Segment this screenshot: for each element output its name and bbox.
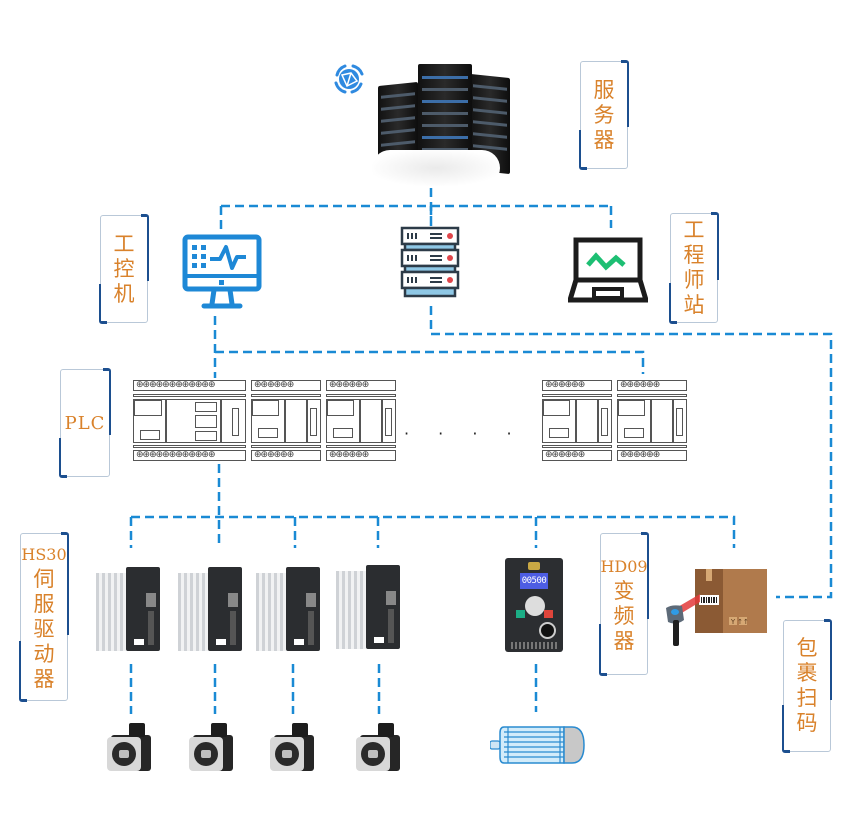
inverter-run-key [516, 610, 525, 618]
servo-drive [336, 561, 406, 651]
label-plc: PLC [59, 368, 111, 478]
label-char: 码 [796, 711, 818, 735]
label-char: 控 [113, 256, 135, 281]
label-model: HD09 [600, 557, 648, 576]
label-char: 服 [593, 77, 615, 102]
label-char: 伺 [33, 567, 55, 591]
servo-motor [356, 721, 402, 771]
label-char: 器 [33, 667, 55, 691]
label-char: 站 [683, 293, 705, 317]
label-char: 工 [113, 231, 135, 256]
plc-expansion-module: ⊕⊕⊕⊕⊕⊕ ⊕⊕⊕⊕⊕⊕ [542, 380, 612, 462]
label-server: 服 务 器 [579, 60, 629, 170]
servo-drive [96, 563, 166, 653]
barcode-scanner-icon [664, 590, 700, 650]
plc-ellipsis: · · · · · · [404, 424, 592, 443]
label-text: PLC [64, 412, 106, 434]
servo-drive [256, 563, 326, 653]
plc-terminal-bottom: ⊕⊕⊕⊕⊕⊕ [617, 450, 687, 461]
wire-field-bus [131, 515, 736, 548]
label-char: 包 [796, 636, 818, 660]
network-switch-icon [400, 226, 460, 298]
label-inverter: HD09 变 频 器 [599, 532, 649, 676]
laptop-chart-icon [566, 237, 650, 303]
plc-terminal-top: ⊕⊕⊕⊕⊕⊕ [326, 380, 396, 391]
inverter-terminals [511, 642, 559, 649]
plc-expansion-module: ⊕⊕⊕⊕⊕⊕ ⊕⊕⊕⊕⊕⊕ [251, 380, 321, 462]
plc-terminal-top: ⊕⊕⊕⊕⊕⊕ [251, 380, 321, 391]
plc-terminal-top: ⊕⊕⊕⊕⊕⊕ [542, 380, 612, 391]
plc-terminal-bottom: ⊕⊕⊕⊕⊕⊕ [542, 450, 612, 461]
label-char: 扫 [796, 686, 818, 710]
servo-drive [178, 563, 248, 653]
inverter-logo [528, 562, 540, 570]
wire-plc-bus [215, 350, 645, 374]
plc-terminal-bottom: ⊕⊕⊕⊕⊕⊕ [251, 450, 321, 461]
label-char: 变 [613, 579, 635, 603]
inverter-keypad [525, 596, 545, 616]
label-barcode-scanner: 包 裹 扫 码 [782, 619, 832, 753]
cloud-network-icon [331, 61, 367, 97]
svg-text:↑↑: ↑↑ [737, 618, 749, 626]
plc-terminal-top: ⊕⊕⊕⊕⊕⊕ [617, 380, 687, 391]
servo-motor [189, 721, 235, 771]
inverter-display: 00500 [520, 573, 548, 589]
label-char: 服 [33, 592, 55, 616]
label-char: 动 [33, 642, 55, 666]
frequency-inverter: 00500 [505, 558, 563, 652]
plc-terminal-top: ⊕⊕⊕⊕⊕⊕⊕⊕⊕⊕⊕⊕ [133, 380, 246, 391]
servo-motor [270, 721, 316, 771]
parcel-box-icon: Y ↑↑ [695, 569, 767, 633]
label-char: 频 [613, 604, 635, 628]
inverter-knob [539, 622, 556, 639]
plc-expansion-module: ⊕⊕⊕⊕⊕⊕ ⊕⊕⊕⊕⊕⊕ [617, 380, 687, 462]
svg-text:Y: Y [730, 618, 736, 626]
inverter-stop-key [544, 610, 553, 618]
label-char: 工 [683, 218, 705, 242]
plc-expansion-module: ⊕⊕⊕⊕⊕⊕ ⊕⊕⊕⊕⊕⊕ [326, 380, 396, 462]
plc-terminal-bottom: ⊕⊕⊕⊕⊕⊕⊕⊕⊕⊕⊕⊕ [133, 450, 246, 461]
plc-cpu-module: ⊕⊕⊕⊕⊕⊕⊕⊕⊕⊕⊕⊕ ⊕⊕⊕⊕⊕⊕⊕⊕⊕⊕⊕⊕ [133, 380, 246, 462]
label-char: 机 [113, 281, 135, 306]
label-char: 驱 [33, 617, 55, 641]
ac-motor-icon [489, 719, 586, 771]
label-ipc: 工 控 机 [99, 214, 149, 324]
plc-terminal-bottom: ⊕⊕⊕⊕⊕⊕ [326, 450, 396, 461]
wire-switch-to-scanner [429, 306, 833, 599]
label-char: 裹 [796, 661, 818, 685]
label-char: 务 [593, 102, 615, 127]
monitor-waveform-icon [182, 234, 262, 314]
label-char: 器 [593, 127, 615, 152]
label-char: 程 [683, 243, 705, 267]
label-char: 器 [613, 629, 635, 653]
label-model: HS30 [21, 545, 67, 564]
label-servo-drive: HS30 伺 服 驱 动 器 [19, 532, 69, 702]
label-engineer-station: 工 程 师 站 [669, 212, 719, 324]
servo-motor [107, 721, 153, 771]
label-char: 师 [683, 268, 705, 292]
